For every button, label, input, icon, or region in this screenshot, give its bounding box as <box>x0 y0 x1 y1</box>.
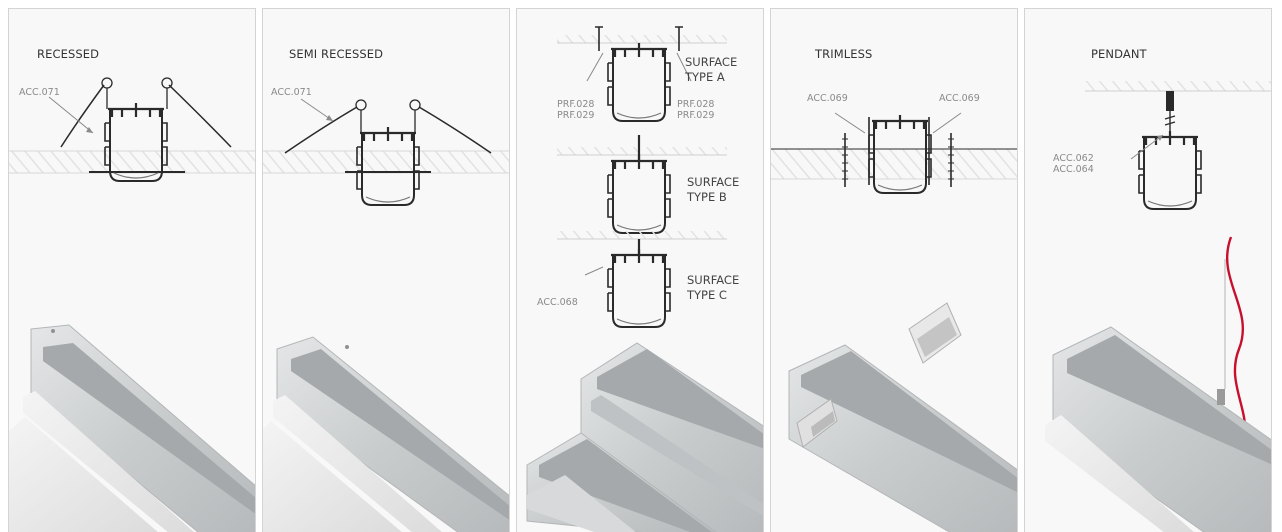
surface-type-c: SURFACE TYPE C <box>687 273 739 303</box>
panel-title: TRIMLESS <box>815 47 873 61</box>
surface-type-line: TYPE A <box>685 70 725 84</box>
surface-type-line: SURFACE <box>685 55 738 69</box>
accessory-label: ACC.064 <box>1053 164 1094 175</box>
accessory-label: PRF.029 <box>677 110 715 121</box>
panel-title: PENDANT <box>1091 47 1147 61</box>
accessory-label: ACC.069 <box>939 93 980 104</box>
surface-type-a: SURFACE TYPE A <box>685 55 737 85</box>
accessory-label-group: ACC.062 ACC.064 <box>1053 153 1094 175</box>
recessed-diagram <box>9 77 255 532</box>
surface-type-line: TYPE C <box>687 288 727 302</box>
panel-surface: PRF.028 PRF.029 PRF.028 PRF.029 ACC.068 … <box>516 8 764 532</box>
panel-pendant: PENDANT ACC.062 ACC.064 <box>1024 8 1272 532</box>
panel-title: SEMI RECESSED <box>289 47 384 61</box>
panel-trimless: TRIMLESS ACC.069 ACC.069 <box>770 8 1018 532</box>
panel-semi-recessed: SEMI RECESSED ACC.071 <box>262 8 510 532</box>
accessory-label: ACC.068 <box>537 297 578 308</box>
surface-type-line: TYPE B <box>687 190 727 204</box>
pendant-diagram <box>1045 81 1271 532</box>
surface-type-line: SURFACE <box>687 175 740 189</box>
accessory-label-left: PRF.028 PRF.029 <box>557 99 594 121</box>
accessory-label: ACC.062 <box>1053 153 1094 164</box>
accessory-label: ACC.069 <box>807 93 848 104</box>
surface-type-b: SURFACE TYPE B <box>687 175 739 205</box>
accessory-label: ACC.071 <box>19 87 60 98</box>
accessory-label: PRF.028 <box>677 99 715 110</box>
surface-diagram <box>526 26 763 532</box>
panel-title: RECESSED <box>37 47 100 61</box>
panel-recessed: RECESSED ACC.071 <box>8 8 256 532</box>
accessory-label: PRF.029 <box>557 110 595 121</box>
accessory-label: ACC.071 <box>271 87 312 98</box>
surface-type-line: SURFACE <box>687 273 740 287</box>
accessory-label-right: PRF.028 PRF.029 <box>677 99 714 121</box>
trimless-diagram <box>771 112 1017 532</box>
semi-recessed-diagram <box>263 98 509 532</box>
accessory-label: PRF.028 <box>557 99 595 110</box>
